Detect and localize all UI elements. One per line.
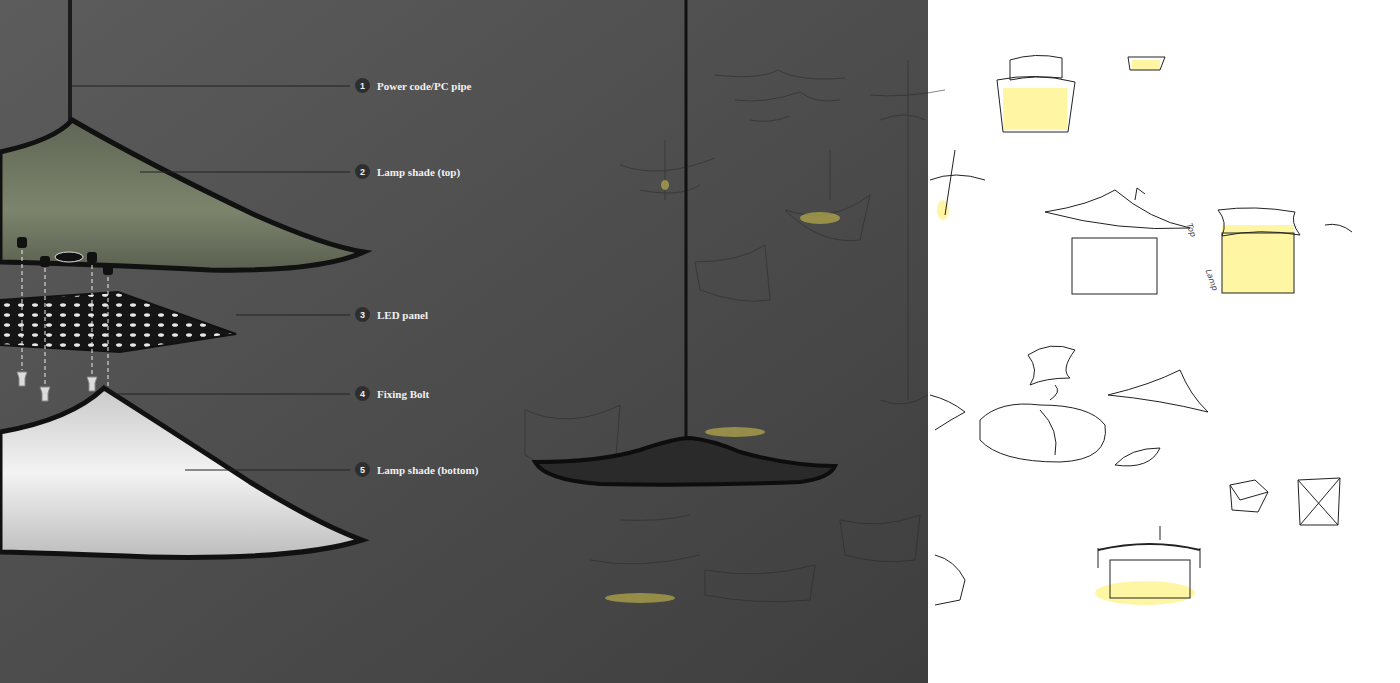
callout-item: 4 Fixing Bolt xyxy=(355,386,429,401)
part-name: Power code/PC pipe xyxy=(377,80,472,92)
part-name: Lamp shade (bottom) xyxy=(377,464,478,476)
callout-item: 3 LED panel xyxy=(355,307,428,322)
callout-item: 2 Lamp shade (top) xyxy=(355,164,460,179)
callout-number: 2 xyxy=(355,164,370,179)
part-name: Fixing Bolt xyxy=(377,388,429,400)
callout-item: 1 Power code/PC pipe xyxy=(355,78,472,93)
callout-number: 1 xyxy=(355,78,370,93)
callout-number: 5 xyxy=(355,462,370,477)
part-name: LED panel xyxy=(377,309,428,321)
part-name: Lamp shade (top) xyxy=(377,166,460,178)
callout-number: 3 xyxy=(355,307,370,322)
callout-item: 5 Lamp shade (bottom) xyxy=(355,462,478,477)
callout-number: 4 xyxy=(355,386,370,401)
